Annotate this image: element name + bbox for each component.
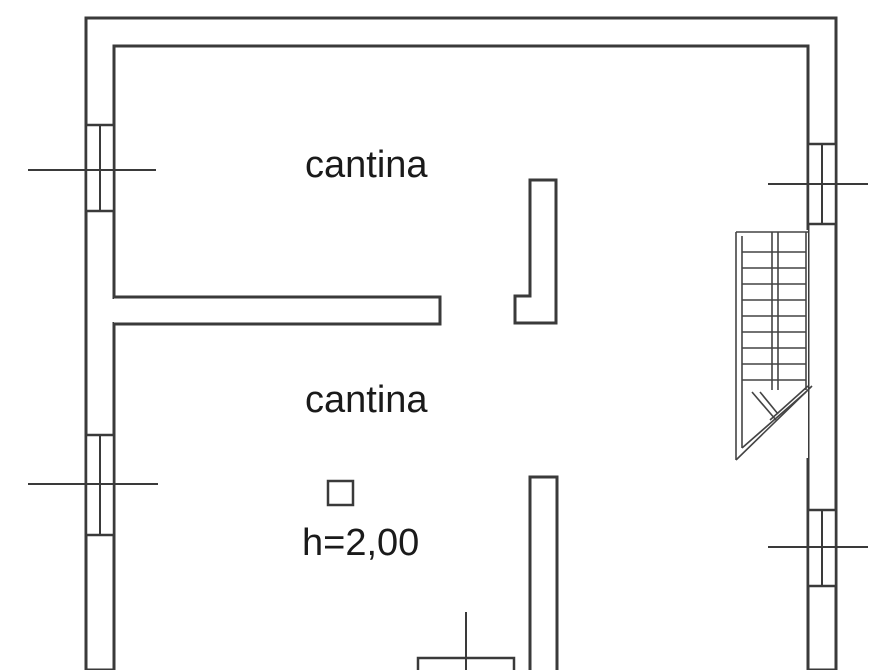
window-right-lower: [768, 508, 868, 588]
chimney-flue: [513, 178, 558, 325]
staircase: [735, 230, 813, 461]
height-note: h=2,00: [302, 522, 419, 564]
interior-wall-stub: [528, 475, 559, 670]
window-left-lower: [28, 433, 158, 537]
room-label-upper: cantina: [305, 144, 428, 186]
bottom-opening: [416, 612, 516, 670]
window-left-upper: [28, 123, 156, 213]
floor-marker: [326, 479, 355, 507]
window-right-upper: [768, 142, 868, 226]
exterior-walls: [84, 16, 838, 670]
partition-wall: [110, 295, 442, 326]
room-label-lower: cantina: [305, 379, 428, 421]
